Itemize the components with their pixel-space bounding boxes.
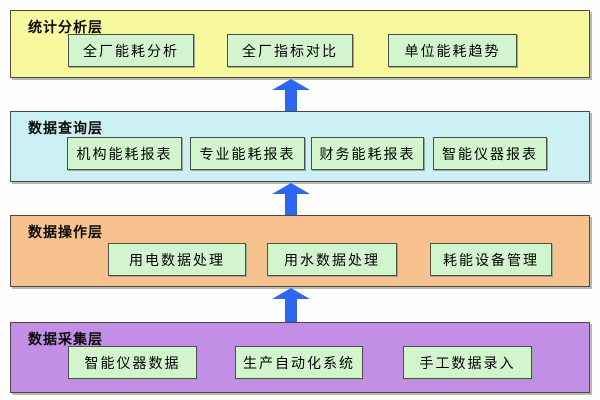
layer-data-query: 数据查询层 机构能耗报表 专业能耗报表 财务能耗报表 智能仪器报表	[10, 111, 590, 182]
node-manual-data-entry: 手工数据录入	[403, 346, 532, 379]
layer-statistical-analysis: 统计分析层 全厂能耗分析 全厂指标对比 单位能耗趋势	[10, 10, 590, 78]
up-arrow-icon	[272, 183, 310, 215]
layer-data-collection: 数据采集层 智能仪器数据 生产自动化系统 手工数据录入	[10, 322, 590, 393]
node-label: 机构能耗报表	[76, 145, 173, 162]
node-label: 手工数据录入	[419, 354, 516, 371]
node-label: 财务能耗报表	[319, 145, 416, 162]
node-finance-energy-report: 财务能耗报表	[311, 137, 424, 170]
layer-title: 数据操作层	[28, 224, 103, 240]
node-label: 全厂能耗分析	[83, 42, 179, 59]
node-electricity-data-processing: 用电数据处理	[108, 243, 246, 276]
arrow-head	[272, 288, 310, 299]
node-label: 单位能耗趋势	[404, 42, 501, 59]
layer-title: 统计分析层	[28, 19, 103, 35]
node-label: 专业能耗报表	[199, 145, 296, 162]
layer-title: 数据采集层	[28, 331, 103, 347]
arrow-head	[272, 79, 310, 90]
layer-title: 数据查询层	[28, 120, 103, 136]
layer-data-operation: 数据操作层 用电数据处理 用水数据处理 耗能设备管理	[10, 215, 590, 287]
arrow-shaft	[285, 194, 297, 215]
node-label: 耗能设备管理	[443, 251, 539, 268]
node-org-energy-report: 机构能耗报表	[67, 137, 182, 170]
node-label: 智能仪器报表	[442, 145, 538, 162]
up-arrow-icon	[272, 288, 310, 322]
node-label: 用电数据处理	[129, 251, 225, 268]
node-label: 智能仪器数据	[84, 354, 181, 371]
node-label: 全厂指标对比	[242, 42, 338, 59]
node-energy-equipment-mgmt: 耗能设备管理	[430, 243, 552, 276]
node-production-automation-system: 生产自动化系统	[235, 346, 363, 379]
node-smart-meter-data: 智能仪器数据	[68, 346, 197, 379]
node-unit-energy-trend: 单位能耗趋势	[388, 34, 517, 67]
arrow-shaft	[285, 90, 297, 111]
node-specialty-energy-report: 专业能耗报表	[190, 137, 305, 170]
arrow-shaft	[285, 299, 297, 322]
node-label: 生产自动化系统	[243, 354, 355, 371]
node-plant-energy-analysis: 全厂能耗分析	[68, 34, 194, 67]
node-smart-meter-report: 智能仪器报表	[433, 137, 547, 170]
node-plant-indicator-compare: 全厂指标对比	[227, 34, 353, 67]
node-water-data-processing: 用水数据处理	[267, 243, 397, 276]
arrow-head	[272, 183, 310, 194]
node-label: 用水数据处理	[284, 251, 380, 268]
up-arrow-icon	[272, 79, 310, 111]
